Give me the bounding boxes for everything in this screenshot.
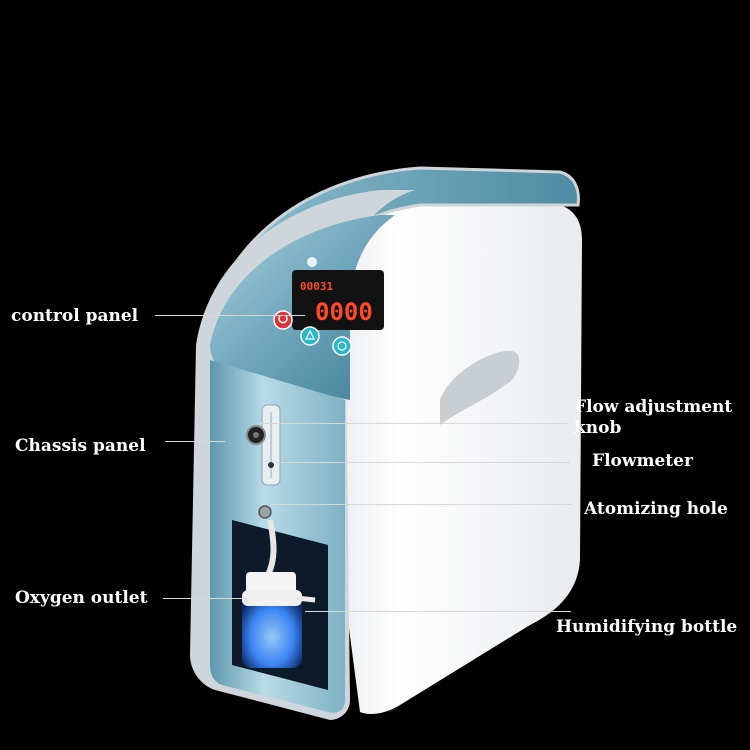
- brand-logo: [307, 257, 317, 267]
- timer-icon: [337, 341, 347, 351]
- label-flowmeter: Flowmeter: [592, 451, 693, 471]
- leader-chassis-panel: [165, 441, 225, 442]
- leader-flowmeter: [276, 462, 570, 463]
- carry-handle: [440, 350, 520, 425]
- label-oxygen-outlet: Oxygen outlet: [15, 588, 148, 608]
- leader-control-panel: [155, 315, 305, 316]
- label-atomizing-hole: Atomizing hole: [584, 499, 728, 519]
- leader-oxygen-outlet: [163, 598, 248, 599]
- main-readout: 0000: [315, 298, 373, 326]
- leader-atomizing-hole: [270, 504, 572, 505]
- label-flow-knob-line2: knob: [574, 418, 622, 438]
- timer-button[interactable]: [332, 336, 352, 356]
- leader-humidifying-bottle: [305, 611, 571, 612]
- label-control-panel: control panel: [11, 306, 139, 326]
- power-icon: [278, 315, 288, 324]
- flow-ball: [268, 462, 274, 468]
- atomizer-icon: [305, 329, 315, 340]
- label-humidifying-bottle: Humidifying bottle: [556, 617, 738, 637]
- humidifying-bottle: [242, 572, 316, 668]
- top-readout: 00031: [300, 280, 333, 293]
- leader-flow-knob: [260, 423, 568, 424]
- atomizing-hole: [258, 505, 272, 519]
- flow-adjustment-knob[interactable]: [246, 425, 266, 445]
- label-flow-knob-line1: Flow adjustment: [574, 397, 733, 417]
- lcd-display: [292, 270, 384, 330]
- power-button[interactable]: [273, 310, 293, 330]
- label-chassis-panel: Chassis panel: [15, 436, 146, 456]
- atomizer-button[interactable]: [300, 326, 320, 346]
- oxygen-tube: [265, 519, 277, 577]
